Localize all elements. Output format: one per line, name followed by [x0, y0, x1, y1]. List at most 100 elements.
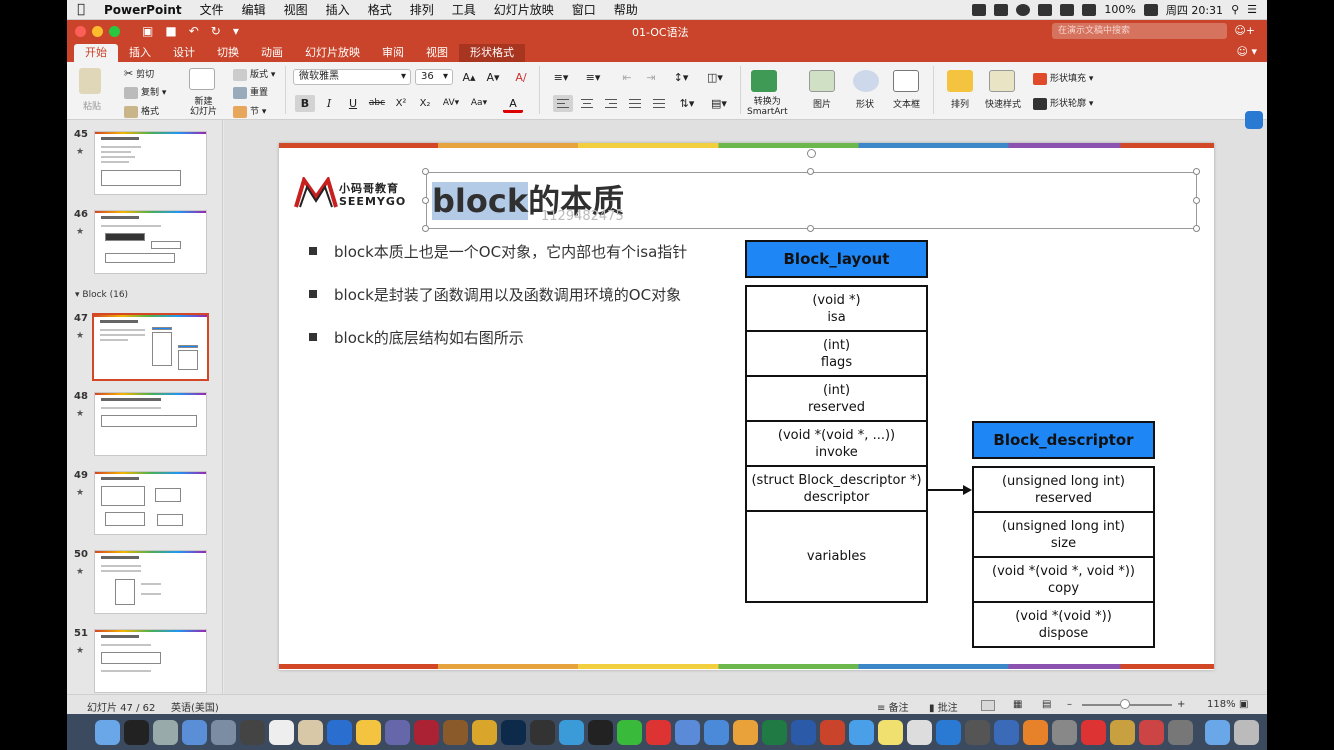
app-icon[interactable] [559, 719, 584, 745]
app-icon[interactable] [385, 719, 410, 745]
downloads-folder-icon[interactable] [1205, 719, 1230, 745]
wifi-icon[interactable] [1060, 3, 1075, 16]
strikethrough-button[interactable]: abc [368, 98, 386, 108]
app-icon[interactable] [298, 719, 323, 745]
block-layout-cell[interactable]: (int)flags [745, 330, 928, 377]
distribute-icon[interactable] [649, 95, 669, 112]
netease-music-icon[interactable] [1081, 719, 1106, 745]
shape-icon[interactable] [853, 70, 879, 92]
share-icon[interactable]: ☺+ [1234, 24, 1255, 37]
rotate-handle[interactable] [807, 149, 816, 158]
app-icon[interactable] [1110, 719, 1135, 745]
align-center-icon[interactable] [577, 95, 597, 112]
current-slide[interactable]: 小码哥教育 SEEMYGO block的本质 1129482475 block本… [279, 143, 1214, 670]
vlc-icon[interactable] [1023, 719, 1048, 745]
terminal-icon[interactable] [124, 719, 149, 745]
bullets-icon[interactable]: ≡▾ [553, 71, 569, 84]
finder-icon[interactable] [95, 719, 120, 745]
subscript-button[interactable]: X₂ [419, 98, 431, 109]
tab-home[interactable]: 开始 [74, 44, 118, 62]
undo-icon[interactable]: ↶ [188, 24, 199, 38]
reset-button[interactable]: 重置 [233, 85, 268, 99]
battery-icon[interactable] [1143, 3, 1158, 16]
textbox-icon[interactable] [893, 70, 919, 92]
resize-handle[interactable] [1193, 168, 1200, 175]
cut-button[interactable]: ✂ 剪切 [124, 67, 155, 80]
notification-icon[interactable]: ☰ [1247, 3, 1257, 16]
block-layout-cell[interactable]: (struct Block_descriptor *)descriptor [745, 465, 928, 512]
volume-icon[interactable] [1082, 3, 1097, 16]
block-layout-cell[interactable]: variables [745, 510, 928, 603]
zoom-level[interactable]: 118% [1207, 699, 1236, 710]
slide-thumb-47[interactable] [92, 313, 209, 381]
resize-handle[interactable] [807, 168, 814, 175]
app-icon[interactable] [907, 719, 932, 745]
menu-view[interactable]: 视图 [283, 3, 308, 17]
font-size-select[interactable]: 36▾ [415, 69, 453, 85]
github-icon[interactable] [530, 719, 555, 745]
resize-handle[interactable] [807, 225, 814, 232]
block-descriptor-cell[interactable]: (unsigned long int)reserved [972, 466, 1155, 513]
menu-format[interactable]: 格式 [367, 3, 392, 17]
tab-review[interactable]: 审阅 [382, 46, 404, 59]
system-preferences-icon[interactable] [1168, 719, 1193, 745]
excel-icon[interactable] [762, 719, 787, 745]
menu-insert[interactable]: 插入 [325, 3, 350, 17]
language-indicator[interactable]: 英语(美国) [171, 703, 219, 714]
teamviewer-icon[interactable] [1245, 111, 1263, 129]
format-painter-button[interactable]: 格式 [124, 104, 159, 118]
tab-design[interactable]: 设计 [173, 46, 195, 59]
slide-thumb-46[interactable] [94, 210, 207, 274]
resize-handle[interactable] [1193, 225, 1200, 232]
tab-insert[interactable]: 插入 [129, 46, 151, 59]
app-icon[interactable] [704, 719, 729, 745]
justify-icon[interactable] [625, 95, 645, 112]
save-icon[interactable]: ■ [165, 24, 177, 38]
menu-tools[interactable]: 工具 [451, 3, 476, 17]
resize-handle[interactable] [422, 168, 429, 175]
photoshop-icon[interactable] [501, 719, 526, 745]
redo-icon[interactable]: ↻ [210, 24, 221, 38]
slide-canvas[interactable]: 小码哥教育 SEEMYGO block的本质 1129482475 block本… [224, 111, 1267, 694]
shape-button[interactable]: 形状 [856, 100, 875, 110]
new-slide-icon[interactable] [189, 68, 215, 90]
spotlight-icon[interactable]: ⚲ [1231, 3, 1240, 16]
numbering-icon[interactable]: ≡▾ [585, 71, 601, 84]
bullet-item[interactable]: block是封装了函数调用以及函数调用环境的OC对象 [309, 284, 681, 305]
convert-smartart-button[interactable]: 转换为 SmartArt [747, 97, 788, 117]
teamviewer-icon[interactable] [936, 719, 961, 745]
block-descriptor-cell[interactable]: (unsigned long int)size [972, 511, 1155, 558]
app-icon[interactable] [965, 719, 990, 745]
picture-button[interactable]: 图片 [813, 100, 832, 110]
arrange-icon[interactable] [947, 70, 973, 92]
quick-styles-button[interactable]: 快速样式 [985, 100, 1022, 110]
new-slide-button[interactable]: 新建 幻灯片 [190, 97, 218, 117]
folder-icon[interactable] [182, 719, 207, 745]
block-descriptor-cell[interactable]: (void *(void *))dispose [972, 601, 1155, 648]
zoom-in-icon[interactable]: + [1177, 699, 1186, 710]
block-layout-cell[interactable]: (int)reserved [745, 375, 928, 422]
menu-help[interactable]: 帮助 [613, 3, 638, 17]
typora-icon[interactable] [269, 719, 294, 745]
slide-thumb-49[interactable] [94, 471, 207, 535]
xcode-icon[interactable] [153, 719, 178, 745]
slide-title[interactable]: block的本质 [432, 176, 624, 222]
slide-thumb-45[interactable] [94, 131, 207, 195]
resize-handle[interactable] [422, 225, 429, 232]
customize-toolbar-icon[interactable]: ▾ [232, 24, 239, 38]
slide-thumb-50[interactable] [94, 550, 207, 614]
decrease-font-size-icon[interactable]: A▾ [486, 71, 500, 84]
app-icon[interactable] [994, 719, 1019, 745]
menu-app[interactable]: PowerPoint [104, 2, 182, 17]
columns-icon[interactable]: ◫▾ [707, 71, 723, 84]
block-layout-cell[interactable]: (void *(void *, ...))invoke [745, 420, 928, 467]
notes-button[interactable]: ≡ 备注 [877, 703, 909, 714]
app-icon[interactable] [443, 719, 468, 745]
textbox-button[interactable]: 文本框 [893, 100, 921, 110]
tab-slideshow[interactable]: 幻灯片放映 [305, 46, 360, 59]
app-icon[interactable] [327, 719, 352, 745]
tab-animations[interactable]: 动画 [261, 46, 283, 59]
powerpoint-icon[interactable] [820, 719, 845, 745]
clear-format-icon[interactable]: A∕ [515, 71, 527, 84]
word-icon[interactable] [791, 719, 816, 745]
